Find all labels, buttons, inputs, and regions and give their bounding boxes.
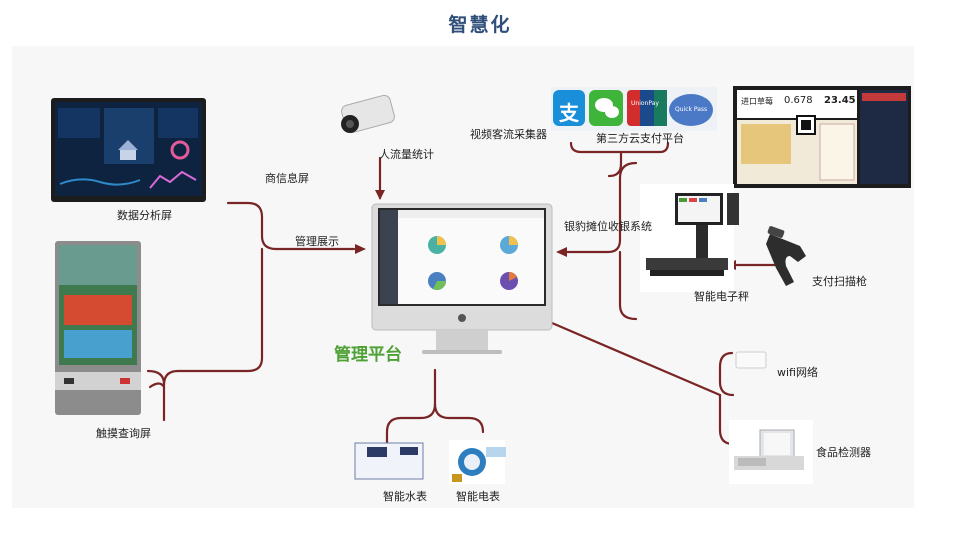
connector-hub-down bbox=[385, 368, 437, 446]
connector-cashier bbox=[564, 161, 638, 254]
connector-hub-right bbox=[550, 321, 722, 397]
connector-kiosk-b bbox=[146, 369, 166, 386]
payment-logos bbox=[551, 87, 717, 131]
smart-scale-device bbox=[640, 184, 739, 292]
price-value-2: 23.45 bbox=[824, 95, 856, 106]
data-analysis-screen-device bbox=[51, 98, 206, 202]
payment-scanner-device bbox=[766, 226, 806, 286]
quickpass-logo-text: Quick Pass bbox=[675, 106, 708, 113]
video-collector-label: 视频客流采集器 bbox=[470, 128, 547, 141]
page-title: 智慧化 bbox=[448, 14, 512, 36]
connector-wifi bbox=[718, 351, 735, 397]
arrow-into-hub-right bbox=[556, 247, 567, 257]
unionpay-logo-text: UnionPay bbox=[631, 100, 659, 107]
connector-kiosk-c bbox=[148, 382, 166, 389]
touch-query-kiosk bbox=[55, 241, 141, 415]
camera-label: 人流量统计 bbox=[379, 148, 434, 161]
hub-label: 管理平台 bbox=[334, 345, 402, 365]
arrow-into-hub-top bbox=[375, 190, 385, 200]
management-display-label: 管理展示 bbox=[295, 235, 339, 248]
wifi-label: wifi网络 bbox=[777, 366, 818, 379]
price-display-screen bbox=[733, 86, 911, 188]
electric-meter-label: 智能电表 bbox=[456, 490, 500, 503]
connector-electric bbox=[433, 402, 485, 434]
electric-meter-device bbox=[449, 440, 506, 484]
scanner-label: 支付扫描枪 bbox=[812, 275, 867, 288]
price-value-1: 0.678 bbox=[784, 95, 813, 106]
cashier-label: 银豹摊位收银系统 bbox=[564, 220, 652, 233]
food-tester-device bbox=[729, 420, 813, 484]
connector-payment-stem bbox=[607, 150, 623, 178]
merchant-screen-label: 商信息屏 bbox=[265, 172, 309, 185]
payment-platform-label: 第三方云支付平台 bbox=[596, 132, 684, 145]
water-meter-label: 智能水表 bbox=[383, 490, 427, 503]
wifi-router-device bbox=[735, 351, 767, 369]
connector-data-screen bbox=[226, 201, 356, 251]
connector-kiosk bbox=[162, 247, 264, 422]
scale-label: 智能电子秤 bbox=[694, 290, 749, 303]
food-tester-label: 食品检测器 bbox=[816, 446, 871, 459]
price-item-name: 进口草莓 bbox=[741, 97, 773, 106]
connector-scale bbox=[618, 250, 638, 321]
data-screen-label: 数据分析屏 bbox=[117, 209, 172, 222]
kiosk-label: 触摸查询屏 bbox=[96, 427, 151, 440]
water-meter-device bbox=[354, 442, 424, 480]
alipay-logo-text: 支 bbox=[559, 101, 579, 125]
arrow-into-hub-left bbox=[355, 244, 366, 254]
management-platform-monitor bbox=[371, 203, 553, 354]
people-counter-camera bbox=[341, 94, 395, 134]
